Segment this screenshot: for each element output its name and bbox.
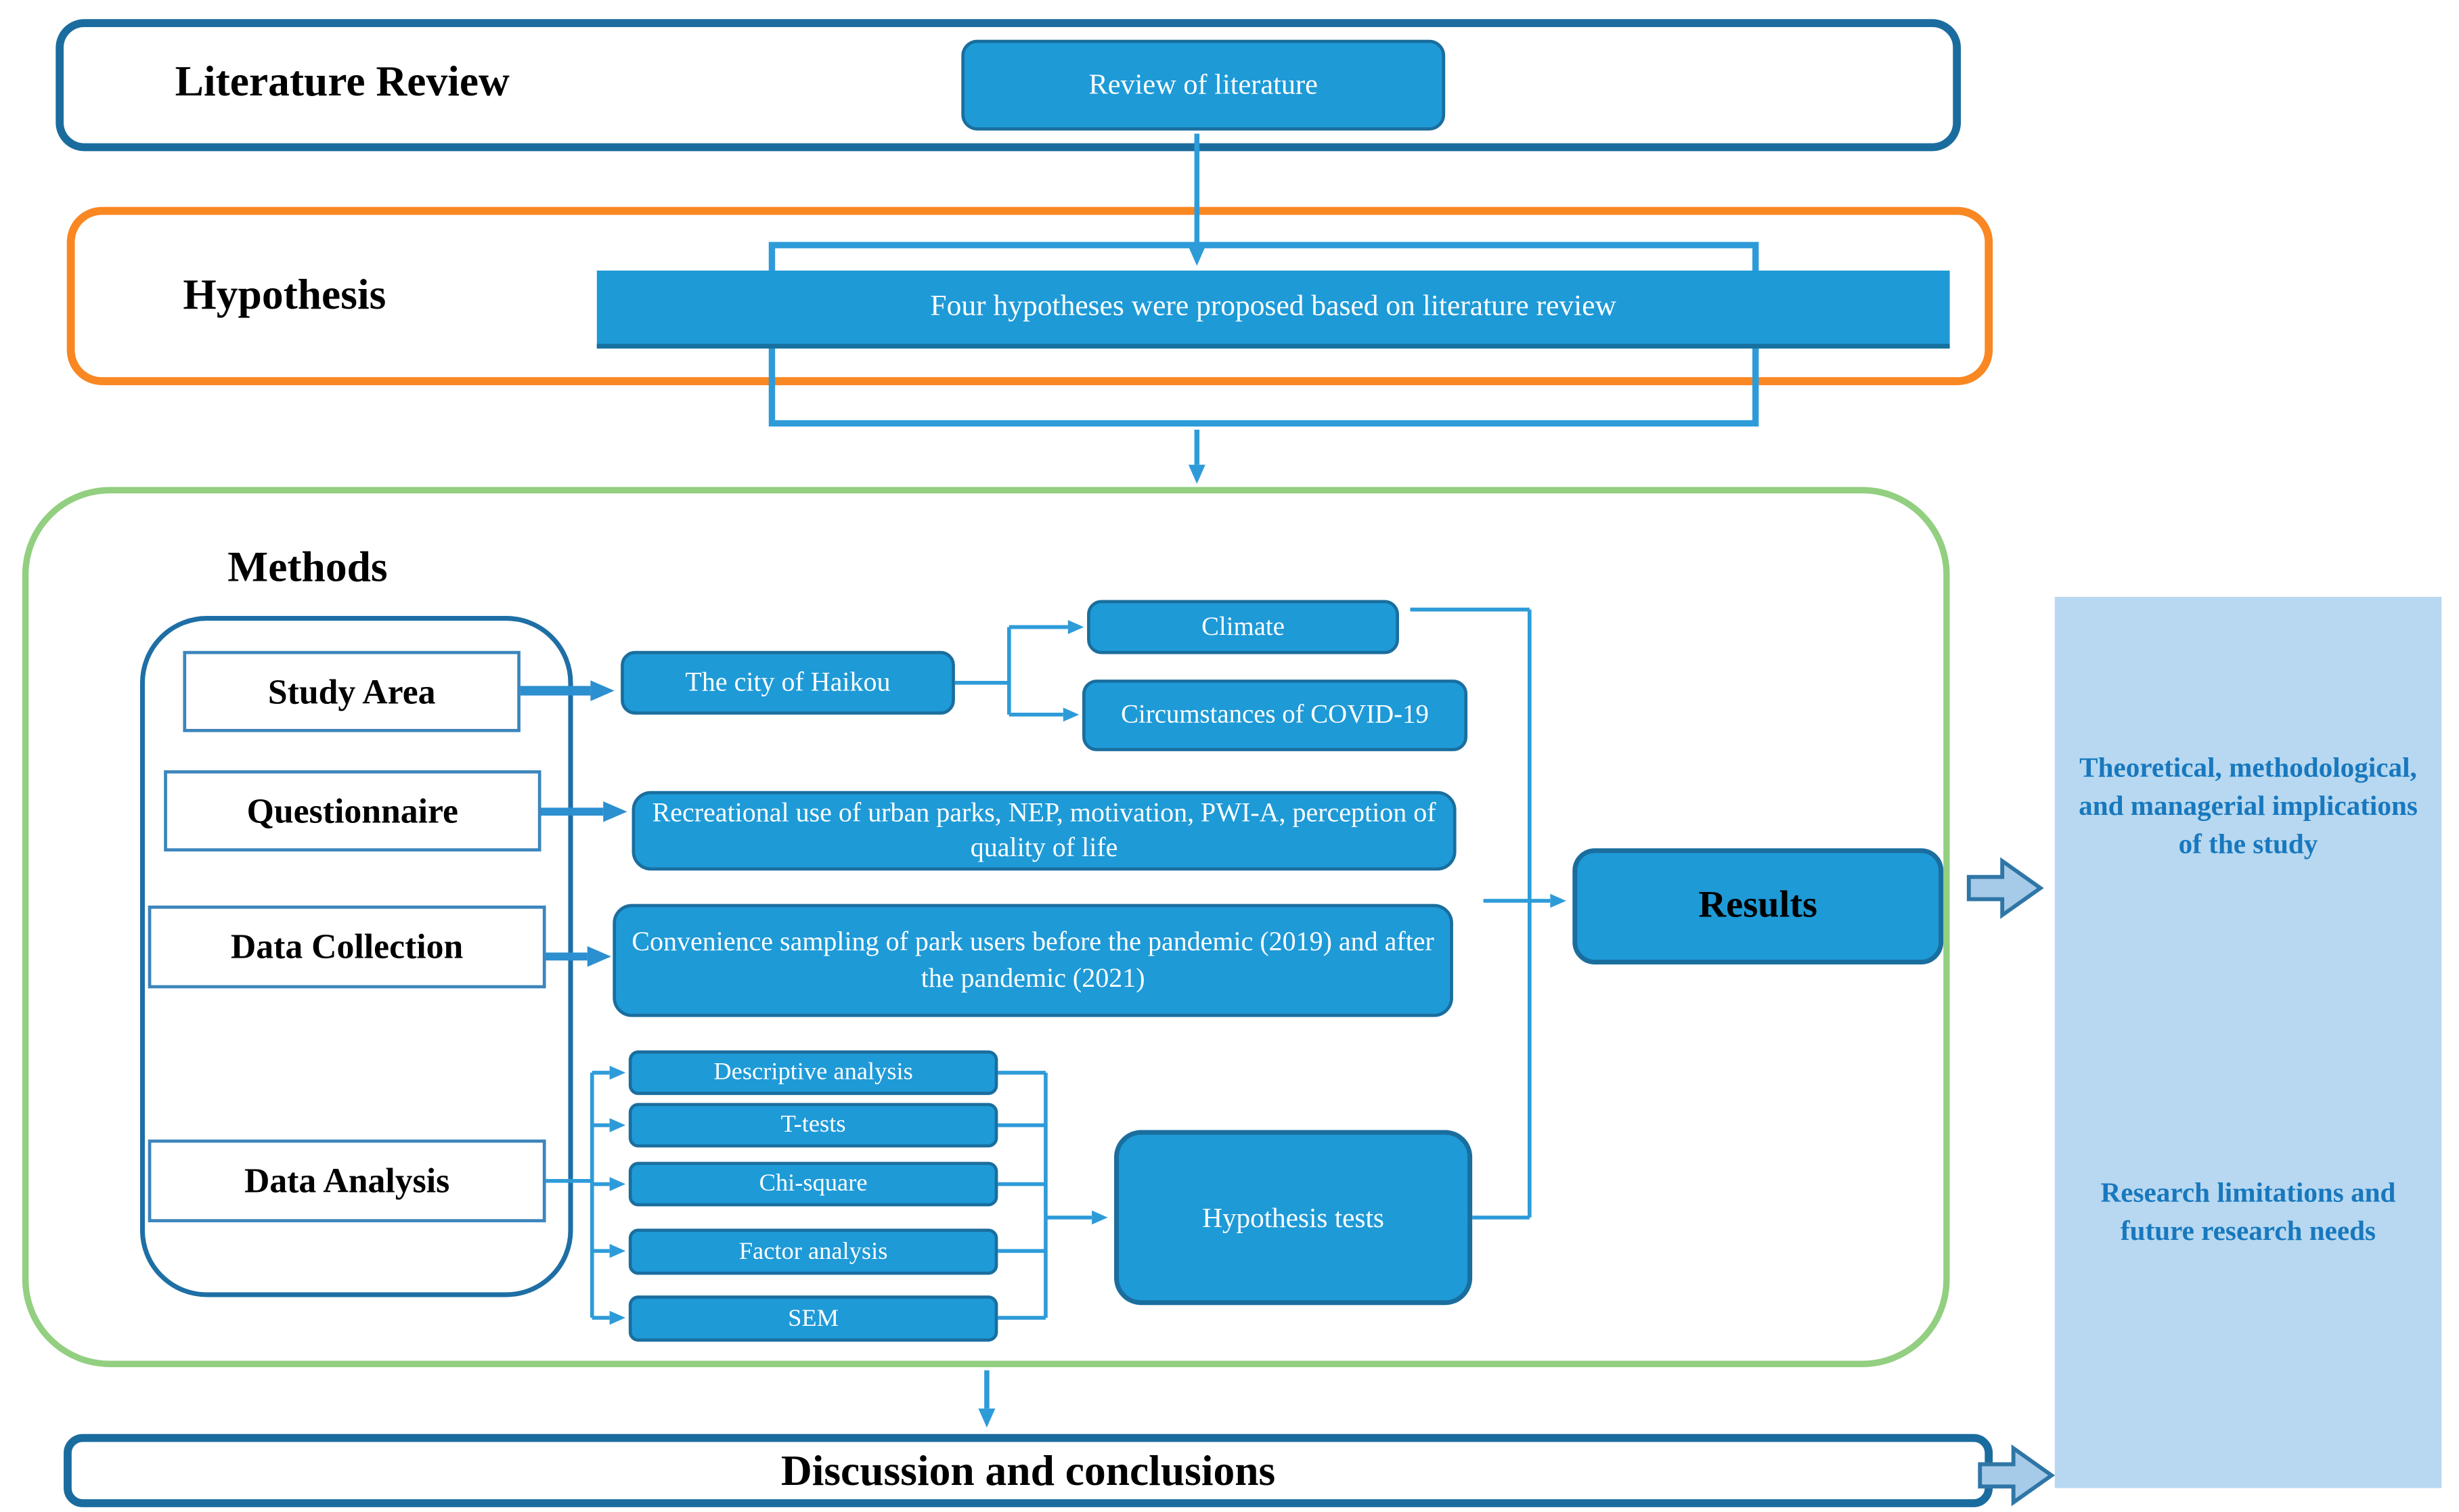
node-questionnaire-content: Recreational use of urban parks, NEP, mo…: [632, 791, 1457, 871]
literature-review-title: Literature Review: [175, 57, 510, 106]
node-covid-circumstances: Circumstances of COVID-19: [1082, 680, 1468, 751]
hypothesis-title: Hypothesis: [183, 270, 386, 319]
node-chi-square: Chi-square: [628, 1161, 998, 1207]
discussion-conclusions-title: Discussion and conclusions: [780, 1446, 1276, 1494]
node-four-hypotheses: Four hypotheses were proposed based on l…: [596, 270, 1950, 349]
outcome-implications-text: Theoretical, methodological, and manager…: [2079, 751, 2418, 860]
outcome-limitations-text: Research limitations and future research…: [2100, 1176, 2396, 1247]
node-review-of-literature: Review of literature: [961, 39, 1446, 131]
node-factor-analysis: Factor analysis: [628, 1228, 998, 1275]
outcomes-panel: Theoretical, methodological, and manager…: [2054, 596, 2442, 1488]
methods-title: Methods: [227, 542, 388, 591]
label-data-analysis: Data Analysis: [148, 1139, 546, 1222]
node-t-tests: T-tests: [628, 1103, 998, 1148]
node-hypothesis-tests: Hypothesis tests: [1114, 1130, 1473, 1306]
label-data-collection: Data Collection: [148, 906, 546, 989]
block-arrow-results-to-panel: [1966, 857, 2044, 919]
node-city-of-haikou: The city of Haikou: [621, 650, 955, 715]
discussion-conclusions-bar: Discussion and conclusions: [64, 1433, 1993, 1507]
label-questionnaire: Questionnaire: [164, 770, 541, 852]
node-results: Results: [1572, 848, 1944, 965]
node-climate: Climate: [1087, 600, 1399, 654]
label-study-area: Study Area: [183, 650, 520, 732]
node-data-collection-content: Convenience sampling of park users befor…: [613, 904, 1453, 1017]
node-sem: SEM: [628, 1295, 998, 1342]
node-descriptive-analysis: Descriptive analysis: [628, 1050, 998, 1095]
